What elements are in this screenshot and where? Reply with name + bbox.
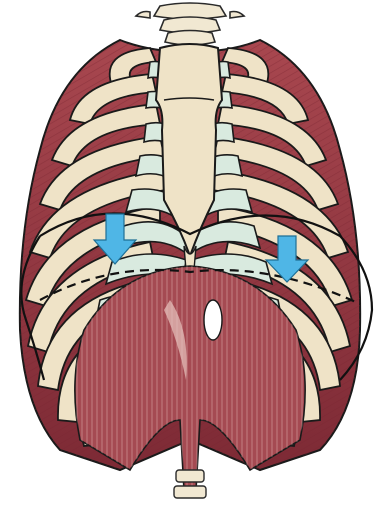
esophageal-hiatus bbox=[204, 300, 222, 340]
